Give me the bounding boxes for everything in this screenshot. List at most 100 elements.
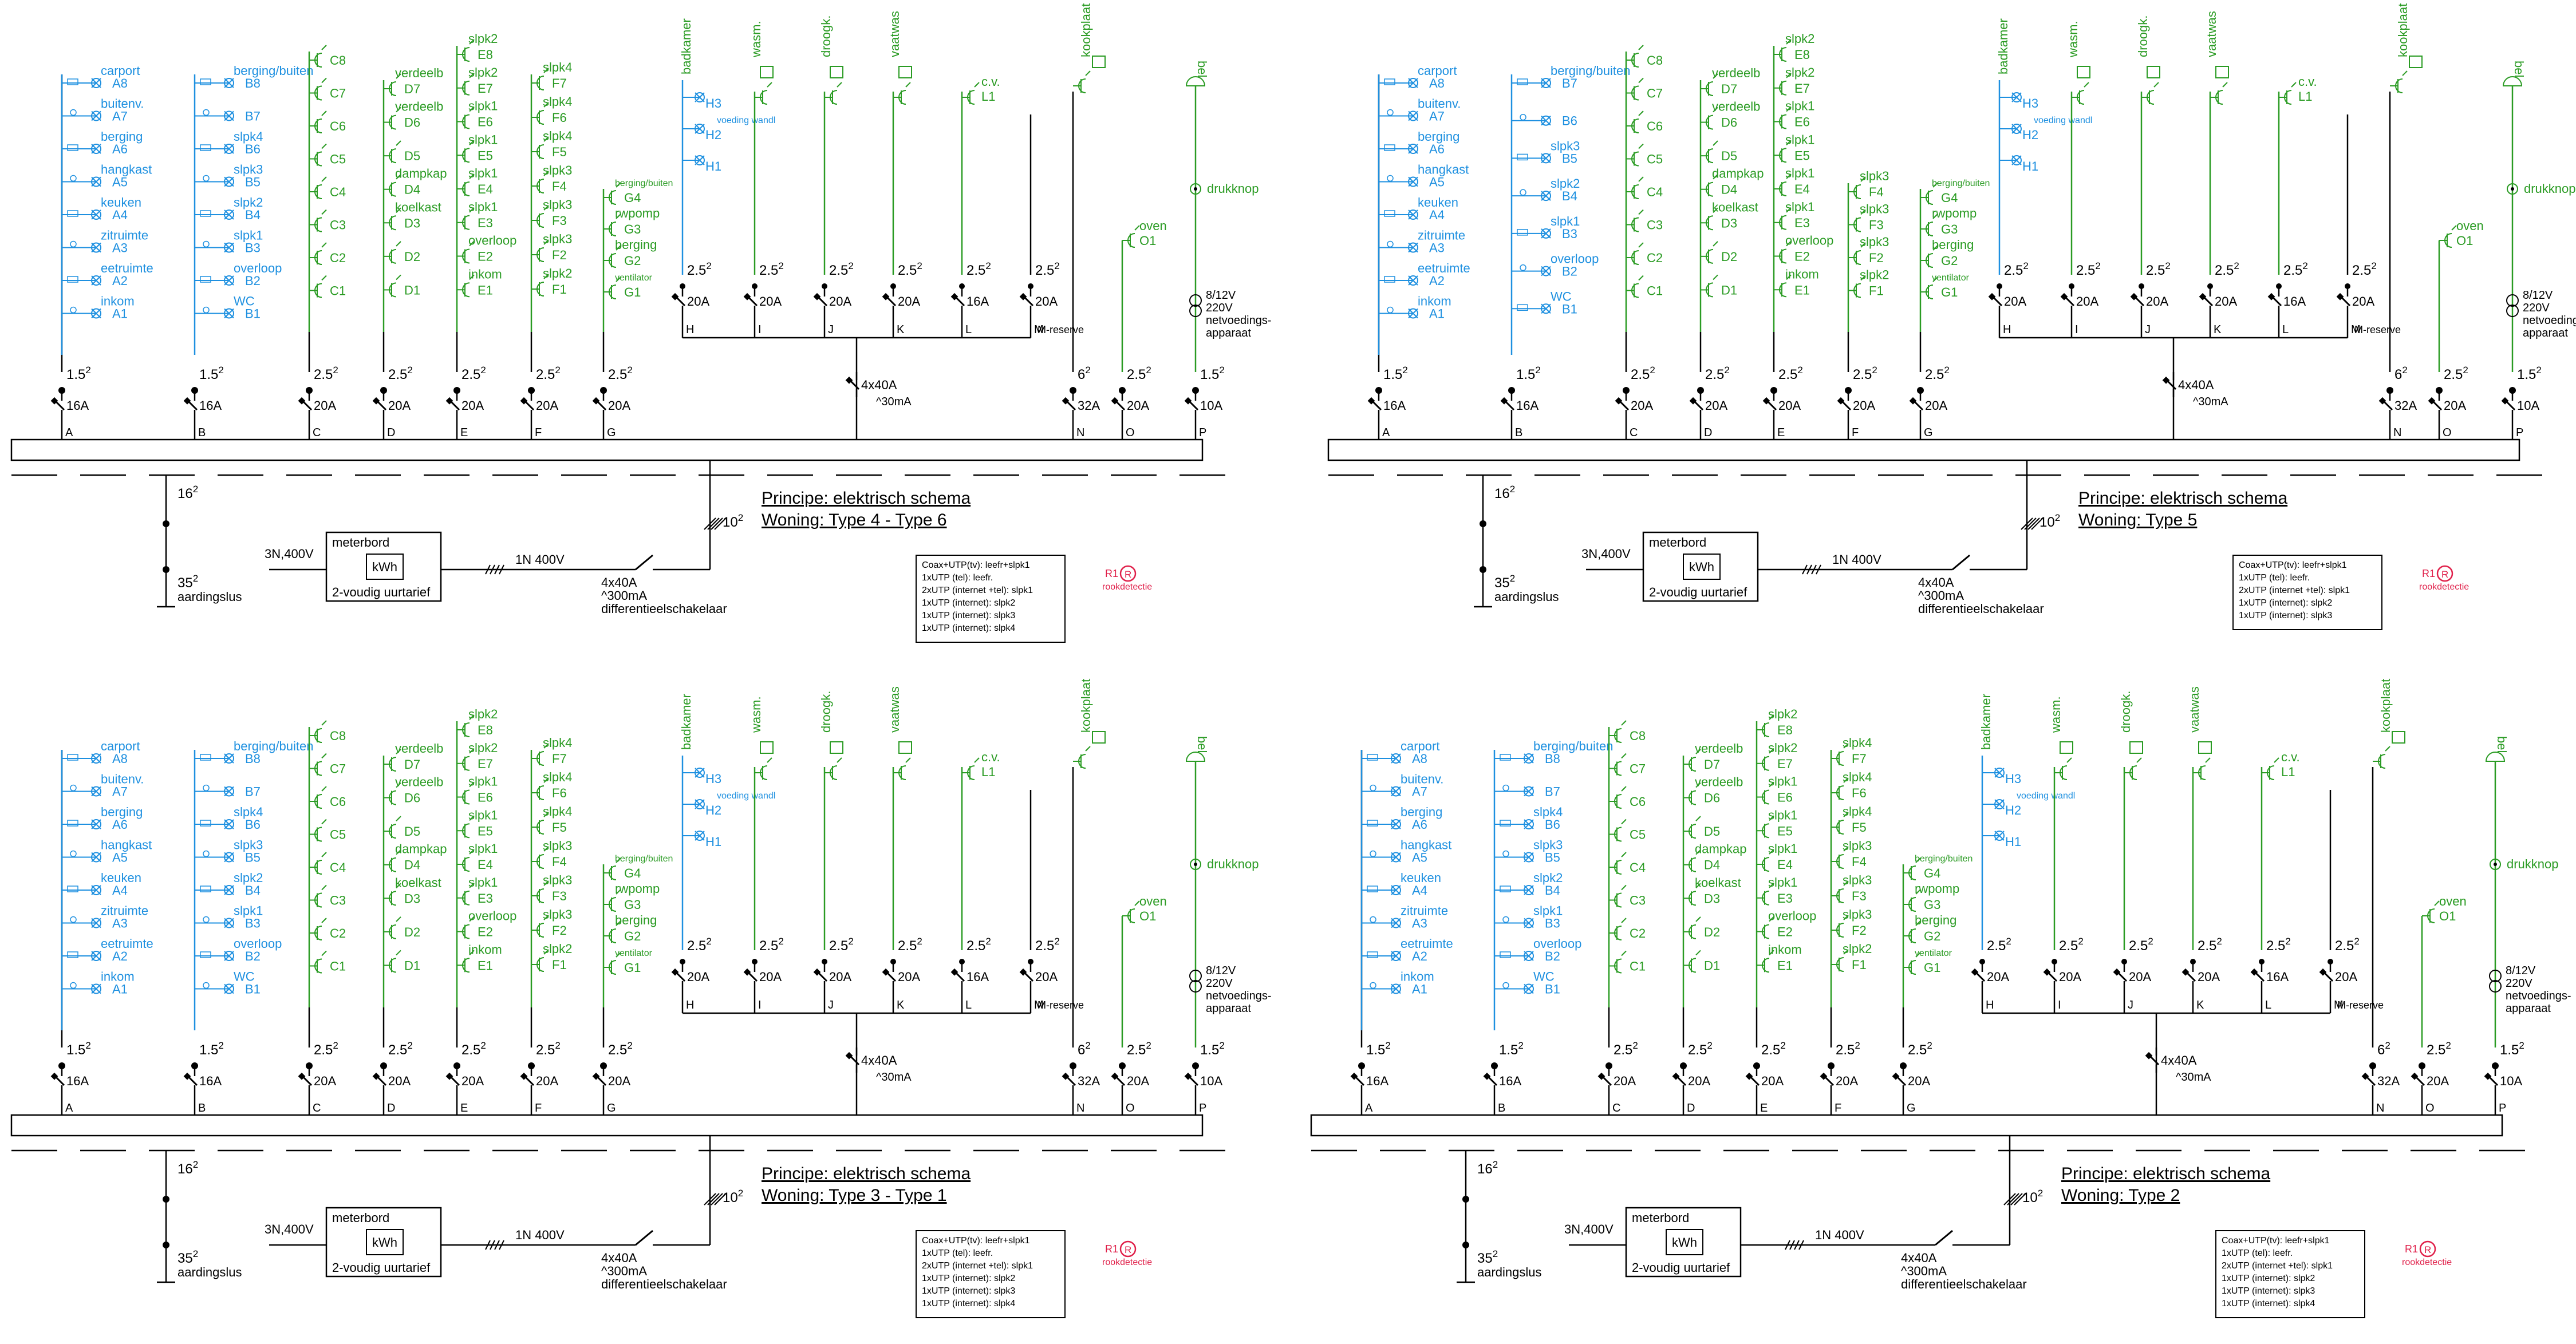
phase-tick bbox=[494, 1240, 500, 1250]
breaker-marker bbox=[1111, 1072, 1119, 1080]
socket-pin bbox=[1786, 274, 1792, 280]
socket-symbol bbox=[1609, 918, 1627, 940]
socket-arc bbox=[536, 76, 545, 90]
transformer-label: 220V bbox=[1206, 977, 1233, 990]
circuit-junction-dot bbox=[1900, 1062, 1907, 1069]
circuit-point-id: A4 bbox=[112, 883, 128, 898]
lamp-a3 bbox=[1391, 918, 1401, 928]
circuit-point-id: C1 bbox=[1647, 284, 1663, 298]
socket-symbol bbox=[1831, 949, 1849, 972]
socket-arc bbox=[314, 926, 322, 940]
socket-pin bbox=[2385, 746, 2390, 752]
circuit-point-id: C5 bbox=[330, 828, 346, 842]
socket-arc bbox=[1779, 148, 1787, 163]
socket-symbol bbox=[1122, 225, 1140, 248]
appliance-box-icon bbox=[898, 741, 912, 754]
push-button-label: drukknop bbox=[1207, 857, 1259, 871]
cable-section-label: 2.52 bbox=[314, 365, 338, 382]
lamp-a6 bbox=[1391, 819, 1401, 829]
lamp-cross bbox=[91, 918, 101, 928]
socket-symbol bbox=[1757, 714, 1774, 737]
push-button-dot bbox=[1194, 863, 1197, 866]
socket-pin bbox=[396, 106, 401, 113]
circuit-point-id: D2 bbox=[1721, 250, 1737, 264]
socket-symbol bbox=[603, 857, 621, 880]
socket-pin bbox=[1786, 207, 1792, 213]
transformer-label: 8/12V bbox=[1206, 289, 1236, 302]
socket-arc bbox=[536, 247, 545, 262]
socket-symbol bbox=[1848, 275, 1866, 298]
socket-pin bbox=[1713, 140, 1718, 146]
sub-breaker-rating: 20A bbox=[898, 294, 920, 309]
socket-arc bbox=[389, 857, 397, 872]
socket-pin bbox=[1621, 819, 1627, 825]
circuit-location-label: verdeelb bbox=[395, 100, 443, 114]
circuit-location-label: overloop bbox=[1551, 252, 1599, 266]
cable-section-exponent: 2 bbox=[2445, 1040, 2451, 1051]
sub-junction-dot bbox=[2121, 959, 2127, 964]
transformer-label: netvoedings- bbox=[2523, 314, 2576, 327]
socket-symbol bbox=[1701, 207, 1718, 231]
circuit-location-label: slpk4 bbox=[543, 770, 572, 784]
cable-section-value: 1.5 bbox=[1499, 1042, 1518, 1058]
lamp-b8 bbox=[1524, 753, 1534, 764]
socket-symbol bbox=[531, 777, 549, 800]
socket-pin bbox=[396, 140, 401, 146]
circuit-junction-dot bbox=[306, 387, 313, 394]
sub-breaker-rating: 20A bbox=[2146, 294, 2168, 309]
lamp-cross bbox=[91, 242, 101, 253]
lamp-cross bbox=[1391, 951, 1401, 961]
circuit-location-label: overloop bbox=[468, 234, 516, 248]
socket-pin bbox=[1713, 174, 1718, 180]
circuit-point-id: B7 bbox=[245, 785, 261, 799]
socket-symbol bbox=[1757, 916, 1774, 939]
switch-icon bbox=[70, 109, 77, 116]
push-button-icon bbox=[2507, 183, 2518, 195]
circuit-junction-dot bbox=[1680, 1062, 1687, 1069]
lamp-cross bbox=[1994, 768, 2005, 778]
socket-arc bbox=[1631, 217, 1639, 232]
earth-dot bbox=[163, 520, 169, 527]
phase-tick bbox=[707, 517, 720, 530]
sub-breaker-rating: 16A bbox=[2266, 970, 2289, 984]
circuit-location-label: berging bbox=[615, 238, 657, 252]
socket-arc bbox=[2215, 90, 2223, 105]
socket-arc bbox=[609, 253, 617, 268]
lamp-circle bbox=[1408, 78, 1418, 88]
circuit-junction-dot bbox=[1845, 387, 1852, 394]
transformer-icon bbox=[1189, 970, 1202, 982]
cable-section-label: 2.52 bbox=[2059, 936, 2084, 954]
meterbord-label: meterbord bbox=[332, 535, 389, 550]
circuit-location-label: slpk3 bbox=[1860, 202, 1889, 216]
circuit-location-label: ventilator bbox=[1915, 948, 1952, 958]
socket-symbol bbox=[2072, 82, 2089, 105]
network-legend-line: 1xUTP (internet): slpk3 bbox=[2239, 611, 2332, 620]
breaker-rating: 20A bbox=[2444, 398, 2466, 413]
lamp-circle bbox=[1408, 308, 1418, 319]
breaker-marker bbox=[183, 1072, 191, 1080]
main-busbar bbox=[10, 1114, 1204, 1137]
socket-symbol bbox=[1073, 746, 1091, 769]
breaker-marker bbox=[2130, 292, 2138, 301]
cable-section-label: 2.52 bbox=[1761, 1040, 1786, 1058]
socket-pin bbox=[396, 73, 401, 79]
lamp-a2 bbox=[91, 275, 101, 286]
breaker-marker bbox=[1350, 1072, 1358, 1080]
diff-switch-blade bbox=[635, 554, 653, 571]
socket-symbol bbox=[1701, 140, 1718, 164]
circuit-point-id: D5 bbox=[1721, 149, 1737, 163]
socket-pin bbox=[1695, 782, 1701, 788]
socket-arc bbox=[462, 215, 470, 230]
switch-box-icon bbox=[1384, 144, 1395, 151]
socket-arc bbox=[1631, 283, 1639, 298]
socket-pin bbox=[321, 45, 327, 50]
socket-arc bbox=[609, 928, 617, 943]
socket-pin bbox=[974, 757, 980, 763]
circuit-location-label: overloop bbox=[1785, 234, 1833, 248]
circuit-point-id: E2 bbox=[1777, 925, 1793, 939]
cable-section-label: 352 bbox=[1494, 573, 1515, 591]
cable-section-label: 1.52 bbox=[1499, 1040, 1524, 1058]
socket-symbol bbox=[457, 207, 475, 230]
socket-arc bbox=[314, 794, 322, 809]
socket-arc bbox=[1631, 184, 1639, 199]
